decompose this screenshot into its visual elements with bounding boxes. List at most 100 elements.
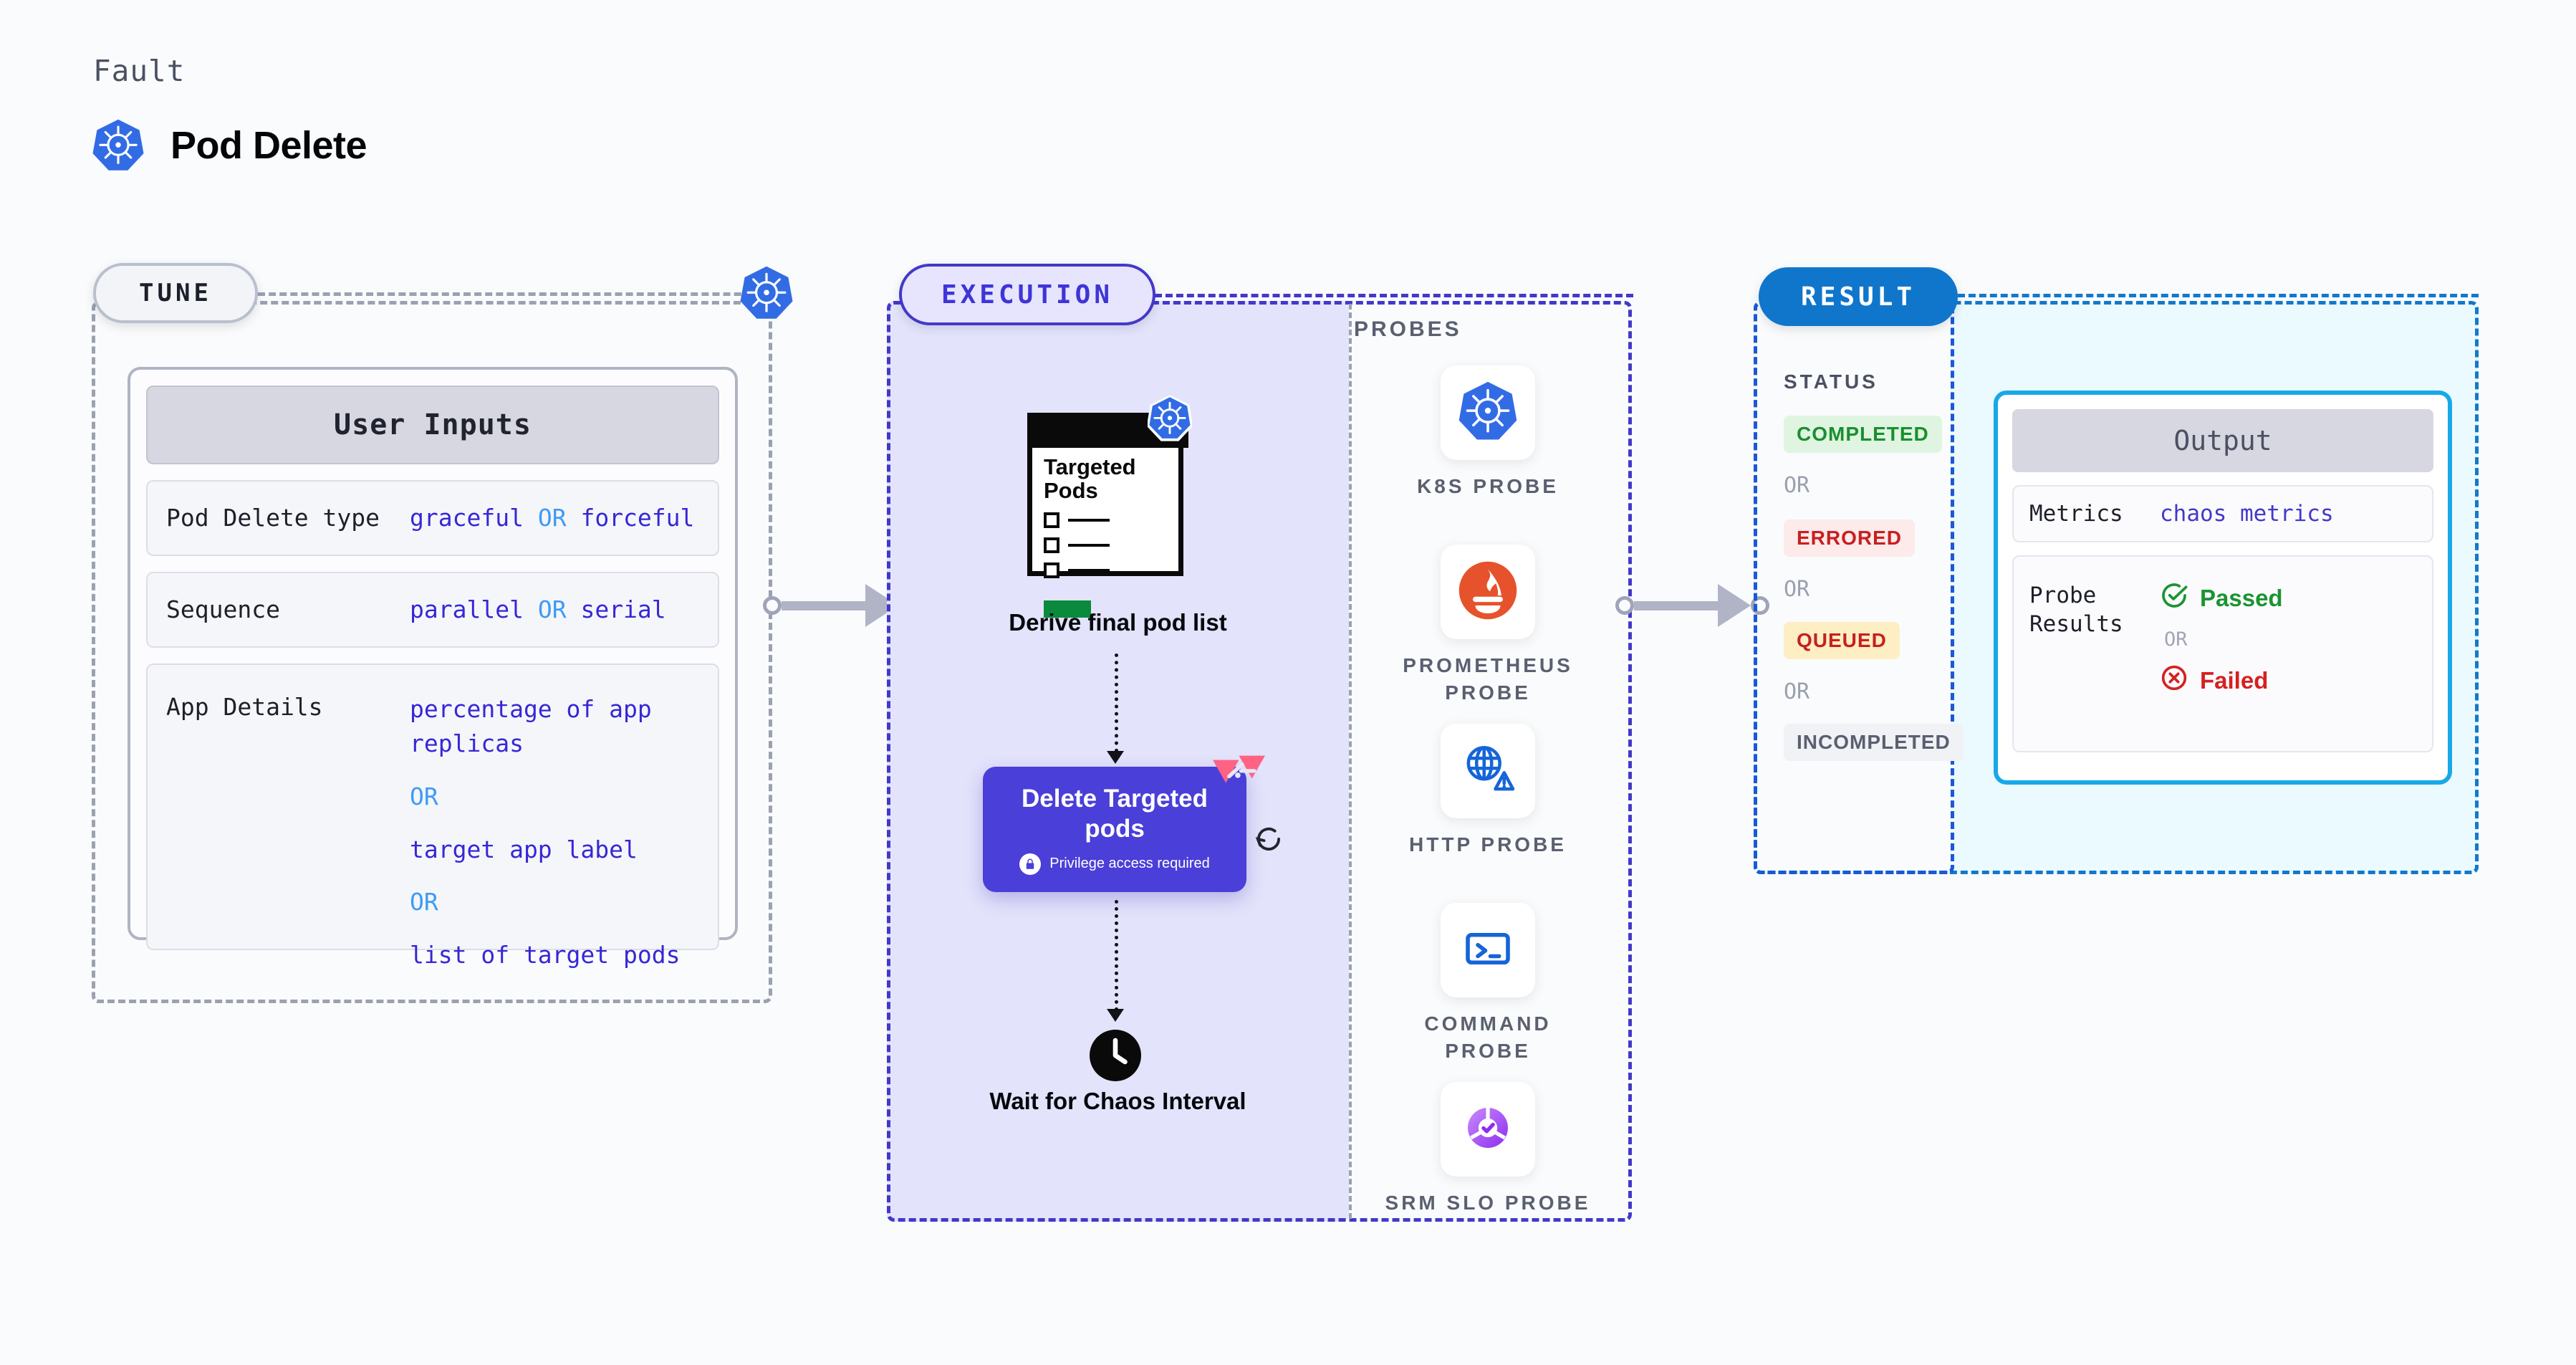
derive-final-pod-list-label: Derive final pod list bbox=[1009, 609, 1227, 636]
line-placeholder bbox=[1068, 519, 1110, 522]
row-key: Probe Results bbox=[2029, 583, 2123, 638]
output-heading: Output bbox=[2012, 409, 2433, 472]
connector-start-knob bbox=[1615, 596, 1634, 615]
srm-slo-icon bbox=[1458, 1098, 1518, 1162]
probe-tile bbox=[1441, 365, 1535, 460]
terminal-icon bbox=[1458, 919, 1518, 982]
status-title: STATUS bbox=[1784, 370, 1878, 393]
probes-panel bbox=[1349, 304, 1632, 1219]
status-badge-incompleted: INCOMPLETED bbox=[1784, 724, 1964, 761]
connector-execution-to-result bbox=[1615, 584, 1769, 627]
status-badge-errored: ERRORED bbox=[1784, 519, 1916, 557]
wait-for-chaos-interval-label: Wait for Chaos Interval bbox=[989, 1088, 1246, 1114]
checkbox-icon bbox=[1044, 512, 1059, 528]
probe-http[interactable]: HTTP PROBE bbox=[1384, 724, 1592, 858]
value-b: serial bbox=[580, 595, 666, 624]
probe-tile bbox=[1441, 724, 1535, 818]
or-separator: OR bbox=[410, 782, 438, 810]
execution-pill[interactable]: EXECUTION bbox=[899, 264, 1155, 325]
probe-label: COMMAND PROBE bbox=[1424, 1012, 1552, 1062]
probe-result-passed: Passed bbox=[2160, 581, 2283, 616]
rotate-loop-icon[interactable] bbox=[1250, 820, 1287, 861]
user-inputs-heading: User Inputs bbox=[146, 385, 719, 464]
probe-label: HTTP PROBE bbox=[1409, 833, 1567, 856]
row-key: App Details bbox=[166, 693, 323, 721]
probe-label: K8S PROBE bbox=[1417, 475, 1559, 497]
kubernetes-icon bbox=[92, 118, 145, 173]
input-row-sequence[interactable]: Sequence parallel OR serial bbox=[146, 572, 719, 648]
connector-start-knob bbox=[763, 596, 782, 615]
row-key: Pod Delete type bbox=[166, 504, 380, 532]
flow-connector-dotted bbox=[1115, 900, 1118, 1011]
fault-title-row: Pod Delete bbox=[92, 118, 367, 173]
output-row-probe-results[interactable]: Probe Results Passed OR bbox=[2012, 555, 2433, 752]
row-value: percentage of app replicas OR target app… bbox=[410, 692, 699, 972]
or-separator: OR bbox=[537, 595, 567, 624]
input-row-pod-delete-type[interactable]: Pod Delete type graceful OR forceful bbox=[146, 480, 719, 556]
x-circle-icon bbox=[2160, 664, 2188, 698]
probe-tile bbox=[1441, 903, 1535, 997]
document-checklist bbox=[1044, 512, 1110, 588]
status-badge-queued: QUEUED bbox=[1784, 622, 1900, 659]
flow-arrow-head bbox=[1107, 751, 1124, 764]
globe-warning-icon bbox=[1458, 739, 1518, 803]
probe-label: PROMETHEUS PROBE bbox=[1403, 654, 1573, 704]
value-a: parallel bbox=[410, 595, 524, 624]
check-circle-icon bbox=[2160, 581, 2188, 616]
kubernetes-icon bbox=[739, 265, 794, 325]
row-value: graceful OR forceful bbox=[410, 501, 694, 535]
fault-eyebrow: Fault bbox=[93, 54, 186, 88]
delete-card-title: Delete Targeted pods bbox=[1022, 785, 1208, 843]
result-top-dashed-line bbox=[1958, 294, 2479, 297]
execution-top-dashed-line bbox=[1155, 294, 1633, 297]
page-title: Pod Delete bbox=[170, 124, 367, 167]
probe-prometheus[interactable]: PROMETHEUS PROBE bbox=[1384, 545, 1592, 707]
document-green-bar bbox=[1044, 600, 1091, 618]
tune-pill[interactable]: TUNE bbox=[93, 263, 258, 323]
or-separator: OR bbox=[1784, 473, 1810, 498]
connector-bar bbox=[1634, 600, 1719, 610]
value-a: graceful bbox=[410, 504, 524, 532]
line-placeholder bbox=[1068, 544, 1110, 547]
probe-label: SRM SLO PROBE bbox=[1385, 1192, 1591, 1214]
targeted-pods-document: Targeted Pods bbox=[1027, 395, 1193, 618]
or-separator: OR bbox=[410, 888, 438, 916]
privilege-note-text: Privilege access required bbox=[1049, 856, 1210, 872]
user-inputs-card: User Inputs Pod Delete type graceful OR … bbox=[128, 367, 738, 969]
or-separator: OR bbox=[2164, 628, 2188, 651]
probe-tile bbox=[1441, 545, 1535, 639]
app-option-2: target app label bbox=[410, 835, 638, 863]
connector-arrow-head bbox=[1718, 584, 1751, 627]
litmus-chaos-icon bbox=[1213, 752, 1267, 806]
or-separator: OR bbox=[537, 504, 567, 532]
line-placeholder bbox=[1068, 569, 1110, 572]
app-option-1: percentage of app replicas bbox=[410, 695, 652, 757]
document-body: Targeted Pods bbox=[1027, 413, 1188, 618]
lock-icon bbox=[1019, 853, 1042, 875]
flow-arrow-head bbox=[1107, 1009, 1124, 1022]
probe-k8s[interactable]: K8S PROBE bbox=[1384, 365, 1592, 500]
list-item bbox=[1044, 537, 1110, 553]
prometheus-icon bbox=[1458, 560, 1518, 624]
probe-tile bbox=[1441, 1082, 1535, 1177]
execution-section-box bbox=[887, 301, 1632, 1222]
output-row-metrics[interactable]: Metrics chaos metrics bbox=[2012, 485, 2433, 542]
probes-title: PROBES bbox=[1354, 317, 1462, 341]
row-value: chaos metrics bbox=[2160, 501, 2334, 527]
list-item bbox=[1044, 512, 1110, 528]
result-pill[interactable]: RESULT bbox=[1759, 267, 1958, 326]
row-key: Sequence bbox=[166, 595, 280, 624]
delete-targeted-pods-card[interactable]: Delete Targeted pods Privilege access re… bbox=[983, 767, 1246, 892]
input-row-app-details[interactable]: App Details percentage of app replicas O… bbox=[146, 664, 719, 969]
probe-srm-slo[interactable]: SRM SLO PROBE bbox=[1384, 1082, 1592, 1217]
list-item bbox=[1044, 562, 1110, 578]
checkbox-icon bbox=[1044, 562, 1059, 578]
clock-icon bbox=[1090, 1030, 1141, 1085]
or-separator: OR bbox=[1784, 679, 1810, 704]
passed-label: Passed bbox=[2200, 585, 2283, 611]
probe-command[interactable]: COMMAND PROBE bbox=[1384, 903, 1592, 1065]
probe-result-failed: Failed bbox=[2160, 664, 2283, 698]
connector-bar bbox=[782, 600, 867, 610]
flow-connector-dotted bbox=[1115, 653, 1118, 752]
